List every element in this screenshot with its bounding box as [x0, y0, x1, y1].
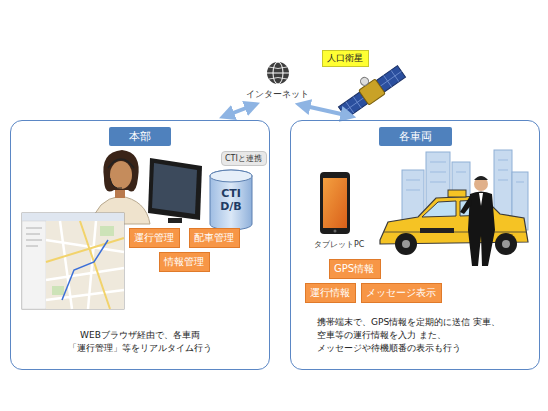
panel-note: WEBブラウザ経由で、各車両 「運行管理」等をリアルタイム行う — [54, 329, 226, 355]
site-panel: 本部 WEBブラウザ経由で、各車両 「運行管理」等をリアルタイム行う CTIと連携 C… — [10, 120, 270, 370]
panel-title: 各車両 — [379, 127, 452, 146]
node-label: インターネット — [246, 88, 309, 101]
function-box: 運行情報 — [305, 283, 356, 303]
map-screenshot — [22, 213, 124, 309]
node-label: メッセージ表示 — [366, 286, 437, 300]
node-label: 運行情報 — [310, 286, 351, 300]
database-cylinder: CTI D/B — [209, 169, 253, 231]
link-tag: CTIと連携 — [221, 151, 267, 166]
man-figure — [460, 176, 495, 266]
network-link — [301, 105, 350, 116]
globe-icon — [267, 62, 289, 84]
panel-note: 携帯端末で、GPS情報を定期的に送信 実車、空車等の運行情報を入力 また、メッセ… — [317, 316, 513, 355]
device-caption: タブレットPC — [314, 239, 364, 250]
node-label: CTIと連携 — [225, 153, 263, 164]
taxi-car — [380, 190, 528, 255]
satellite-tag: 人口衛星 — [322, 50, 369, 67]
function-box: メッセージ表示 — [361, 283, 442, 303]
network-link — [225, 105, 254, 116]
node-label: 運行管理 — [134, 231, 175, 245]
node-label: CTI D/B — [216, 187, 246, 213]
panel-title: 本部 — [109, 127, 171, 146]
tablet-icon — [320, 172, 350, 234]
function-box: 運行管理 — [129, 228, 180, 248]
node-label: 情報管理 — [164, 255, 205, 269]
node-label: 配車管理 — [194, 231, 235, 245]
node-label: 人口衛星 — [327, 52, 364, 65]
function-box: GPS情報 — [329, 259, 381, 279]
function-box: 情報管理 — [159, 252, 210, 272]
function-box: 配車管理 — [189, 228, 240, 248]
node-label: GPS情報 — [334, 262, 376, 276]
internet-node: インターネット — [246, 88, 309, 101]
